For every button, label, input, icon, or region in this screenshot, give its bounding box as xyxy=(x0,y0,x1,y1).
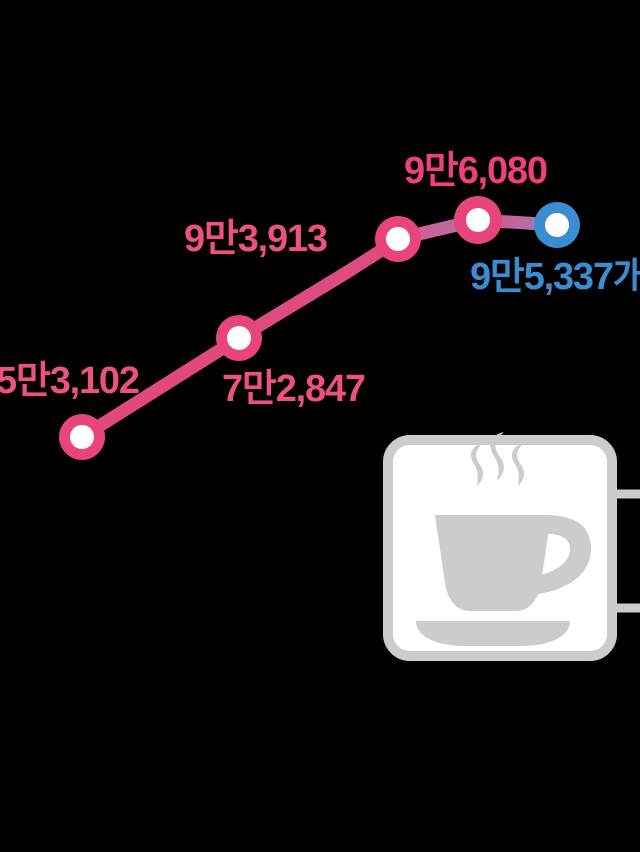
data-label-2: 7만2,847 xyxy=(222,368,366,410)
steam-wisp-1 xyxy=(471,443,484,486)
data-point-2-core xyxy=(227,326,251,350)
series-markers xyxy=(59,196,580,460)
coffee-cup-icon xyxy=(416,432,591,646)
coffee-shop-sign xyxy=(383,432,640,661)
cup-handle xyxy=(529,515,591,595)
data-label-4: 9만6,080 xyxy=(404,150,548,192)
line-segment-1 xyxy=(75,331,246,444)
steam-wisp-3 xyxy=(512,443,525,486)
steam-wisp-2 xyxy=(490,432,504,481)
data-label-5: 9만5,337개 xyxy=(470,256,640,298)
cup-body xyxy=(435,515,551,611)
data-point-4-core xyxy=(466,208,490,232)
data-point-5-core xyxy=(545,213,569,237)
cup-saucer xyxy=(416,621,570,646)
data-point-3-core xyxy=(386,227,410,251)
data-point-1-core xyxy=(70,425,94,449)
data-label-1: 5만3,102 xyxy=(0,360,140,402)
data-label-3: 9만3,913 xyxy=(184,218,328,260)
